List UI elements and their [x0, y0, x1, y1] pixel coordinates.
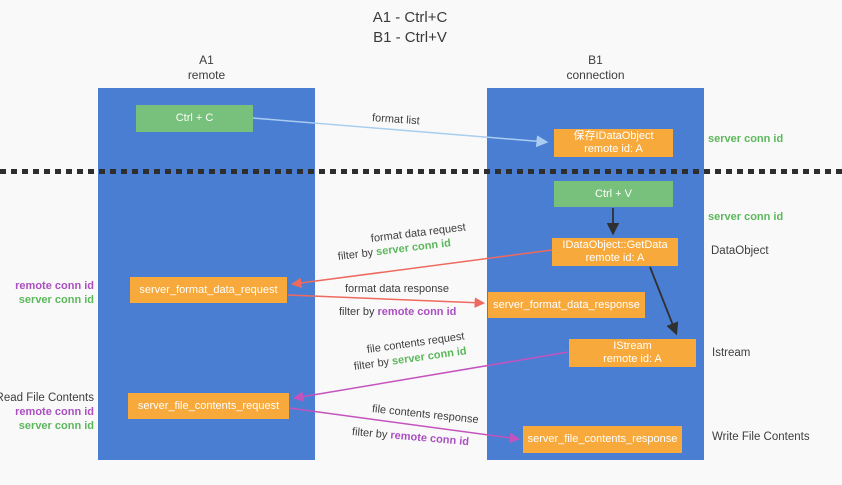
server-conn-id-label: server conn id [18, 420, 94, 432]
istream-line2: remote id: A [603, 353, 662, 365]
node-server-file-contents-request: server_file_contents_request [128, 393, 289, 419]
filter-by-text: filter by [353, 355, 393, 373]
dataobject-label: DataObject [711, 245, 769, 257]
file-contents-response-filter-label: filter by remote conn id [351, 426, 470, 449]
left-conn-id-group-2: Read File Contents remote conn id server… [0, 391, 94, 433]
format-data-response-arrow [287, 294, 486, 308]
ctrl-c-label: Ctrl + C [175, 112, 214, 124]
remote-conn-id-text: remote conn id [389, 429, 470, 449]
title-line-1: A1 - Ctrl+C [372, 9, 448, 26]
remote-conn-id-text: remote conn id [377, 306, 457, 318]
ctrl-v-label: Ctrl + V [595, 187, 632, 200]
write-file-contents-label: Write File Contents [712, 431, 810, 443]
format-list-label: format list [371, 112, 421, 128]
read-file-contents-label: Read File Contents [0, 392, 94, 404]
server-conn-id-label-top: server conn id [708, 133, 784, 145]
remote-conn-id-label: remote conn id [15, 280, 94, 292]
diagram-title: A1 - Ctrl+C B1 - Ctrl+V [300, 8, 520, 48]
remote-conn-id-label: remote conn id [15, 406, 94, 418]
node-server-format-data-response: server_format_data_response [488, 292, 645, 318]
server-format-data-request-label: server_format_data_request [139, 283, 278, 296]
save-idataobject-line2: remote id: A [584, 143, 643, 155]
node-ctrl-v: Ctrl + V [554, 181, 673, 207]
getdata-line1: IDataObject::GetData [562, 239, 668, 251]
lane-b1-subtitle: connection [566, 68, 625, 82]
format-data-response-label: format data response [345, 283, 449, 295]
session-divider-dotted-line [0, 169, 842, 174]
server-conn-id-label-mid: server conn id [708, 211, 784, 223]
lane-a1-title: A1 [199, 53, 214, 67]
lane-header-a1: A1 remote [98, 53, 315, 83]
node-server-format-data-request: server_format_data_request [130, 277, 287, 303]
lane-a1-subtitle: remote [187, 68, 226, 82]
save-idataobject-line1: 保存IDataObject [573, 130, 654, 142]
server-file-contents-request-label: server_file_contents_request [137, 399, 280, 412]
filter-by-text: filter by [339, 306, 378, 318]
node-ctrl-c: Ctrl + C [136, 105, 253, 132]
istream-side-label: Istream [712, 347, 751, 359]
node-idataobject-getdata: IDataObject::GetData remote id: A [552, 238, 678, 266]
title-line-2: B1 - Ctrl+V [373, 29, 447, 46]
node-server-file-contents-response: server_file_contents_response [523, 426, 682, 453]
left-conn-id-group-1: remote conn id server conn id [15, 279, 94, 307]
lane-header-b1: B1 connection [487, 53, 704, 83]
getdata-line2: remote id: A [585, 252, 645, 264]
server-file-contents-response-label: server_file_contents_response [527, 433, 678, 445]
format-data-response-filter-label: filter by remote conn id [339, 306, 456, 319]
node-save-idataobject: 保存IDataObject remote id: A [554, 129, 673, 157]
filter-by-text: filter by [337, 246, 377, 263]
node-istream: IStream remote id: A [569, 339, 696, 367]
file-contents-response-label: file contents response [371, 403, 480, 427]
server-conn-id-label: server conn id [18, 294, 94, 306]
server-format-data-response-label: server_format_data_response [493, 298, 640, 311]
lane-b1-title: B1 [588, 53, 603, 67]
istream-line1: IStream [613, 340, 652, 352]
filter-by-text: filter by [351, 426, 391, 442]
